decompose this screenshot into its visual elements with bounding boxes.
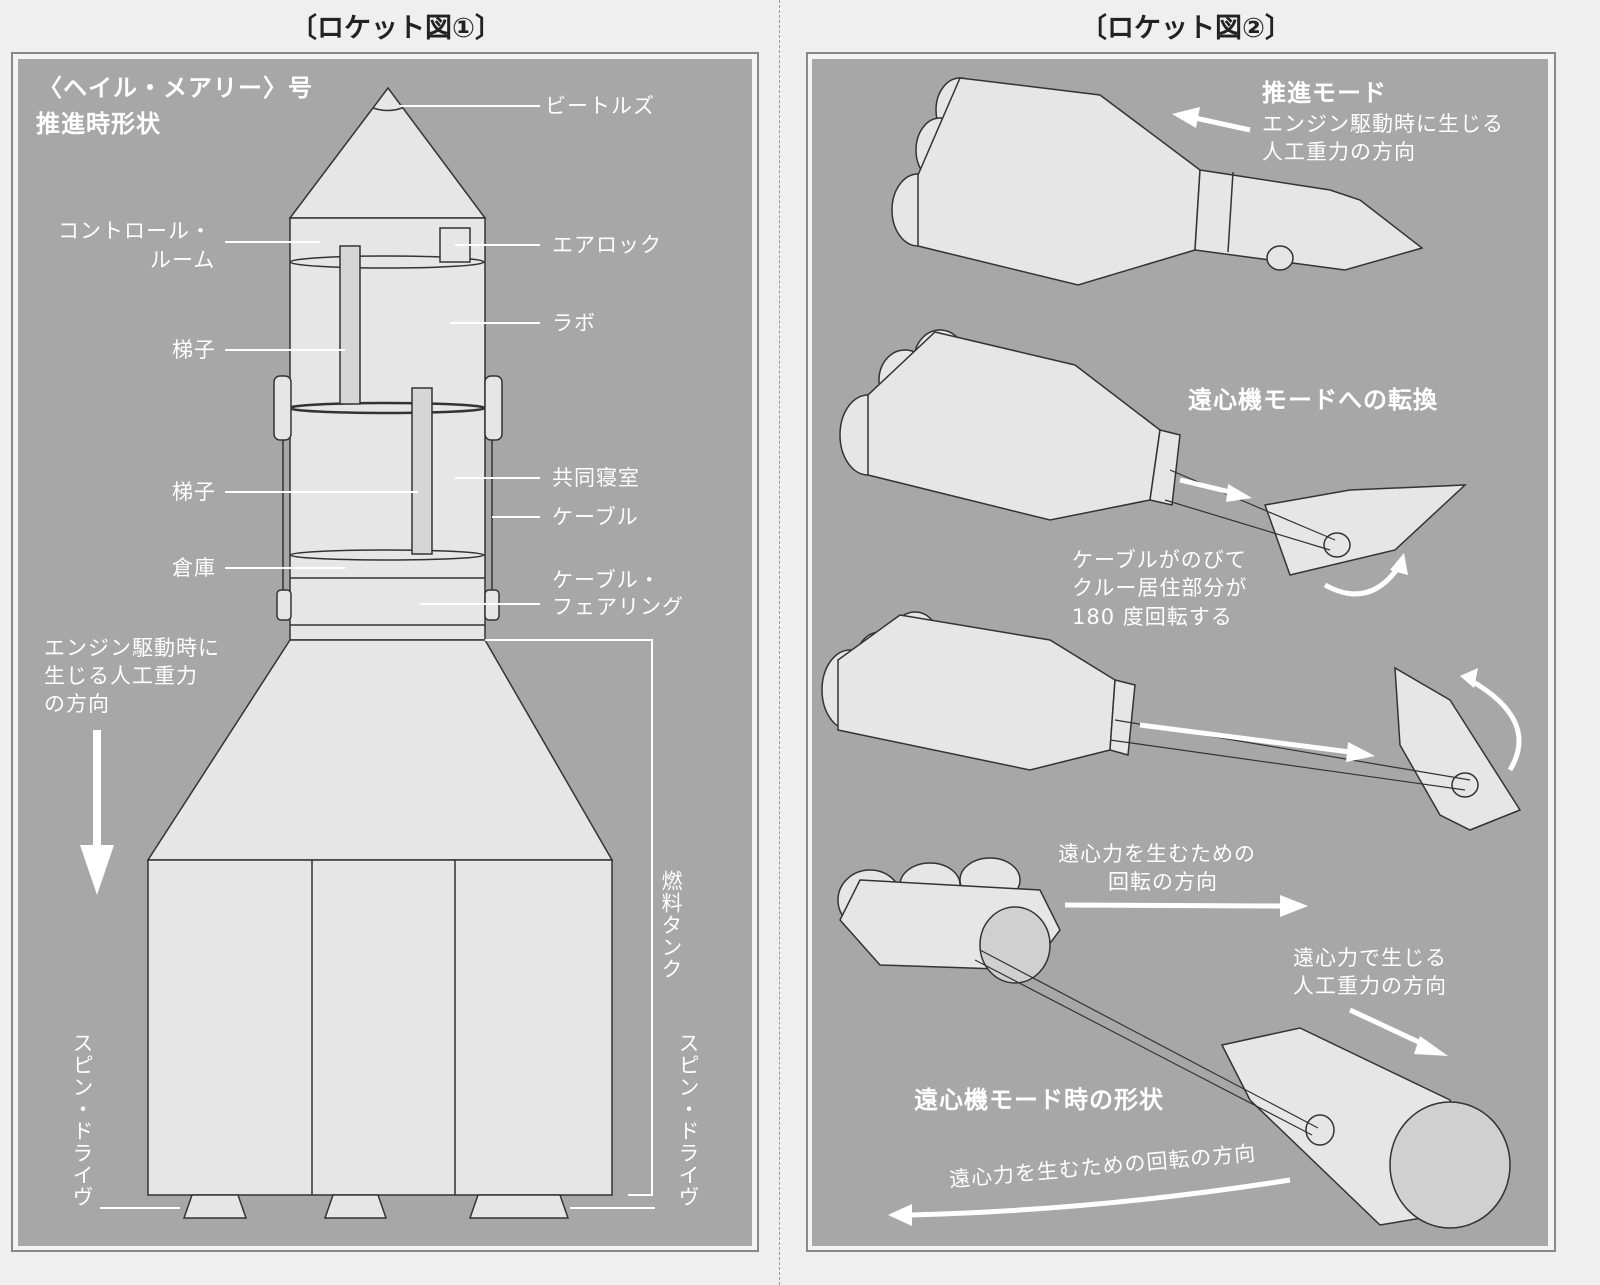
label-gravity-2: 生じる人工重力 <box>44 664 198 688</box>
label-rotation-direction-2: 回転の方向 <box>1108 870 1218 894</box>
crew-module <box>289 217 486 641</box>
label-storage: 倉庫 <box>172 556 216 580</box>
label-control-room-1: コントロール・ <box>58 219 212 243</box>
label-beetles: ビートルズ <box>545 94 655 118</box>
figure-1-title: 〔ロケット図①〕 <box>290 13 502 44</box>
label-lab: ラボ <box>552 311 596 335</box>
figure-2-title: 〔ロケット図②〕 <box>1080 13 1292 44</box>
rocket-figure-1 <box>146 86 614 1219</box>
label-cable: ケーブル <box>552 505 639 529</box>
page-divider <box>779 0 780 1285</box>
label-ladder-upper: 梯子 <box>172 338 216 362</box>
label-dormitory: 共同寝室 <box>552 466 640 490</box>
rocket-figure-2 <box>821 77 1522 1229</box>
label-cable-desc-3: 180 度回転する <box>1072 605 1233 629</box>
label-cable-desc-1: ケーブルがのびて <box>1072 548 1247 572</box>
label-cable-desc-2: クルー居住部分が <box>1072 576 1248 600</box>
label-centrifuge-shape: 遠心機モード時の形状 <box>914 1086 1164 1114</box>
label-rotation-direction-1: 遠心力を生むための <box>1058 842 1256 866</box>
engine-skirt <box>146 639 614 861</box>
label-cable-fairing-1: ケーブル・ <box>552 568 661 592</box>
nose-cone <box>288 86 487 219</box>
label-centrifugal-1: 遠心力で生じる <box>1293 946 1447 970</box>
label-spin-drive-left: スピン・ドライヴ <box>70 1032 94 1208</box>
label-ladder-lower: 梯子 <box>172 480 216 504</box>
label-propulsion-mode: 推進モード <box>1262 79 1387 107</box>
label-propulsion-desc-2: 人工重力の方向 <box>1262 140 1416 164</box>
label-cable-fairing-2: フェアリング <box>552 595 684 619</box>
label-centrifugal-2: 人工重力の方向 <box>1293 974 1447 998</box>
ship-name: 〈ヘイル・メアリー〉号 <box>38 74 313 102</box>
label-fuel-tank: 燃料タンク <box>659 870 683 980</box>
ship-subtitle: 推進時形状 <box>36 110 161 138</box>
label-airlock: エアロック <box>552 233 662 257</box>
label-propulsion-desc-1: エンジン駆動時に生じる <box>1262 112 1504 136</box>
label-gravity-3: の方向 <box>44 692 110 716</box>
direction-arrows <box>909 115 1522 1218</box>
ladder-lower <box>411 387 433 555</box>
spin-drive-nozzle <box>182 1194 248 1219</box>
label-conversion: 遠心機モードへの転換 <box>1188 386 1438 414</box>
label-spin-drive-right: スピン・ドライヴ <box>676 1032 700 1208</box>
ladder-upper <box>339 245 361 405</box>
label-control-room-2: ルーム <box>150 248 216 272</box>
fuel-tanks <box>147 859 613 1196</box>
label-gravity-1: エンジン駆動時に <box>44 636 220 660</box>
gravity-arrow-icon <box>80 845 114 895</box>
